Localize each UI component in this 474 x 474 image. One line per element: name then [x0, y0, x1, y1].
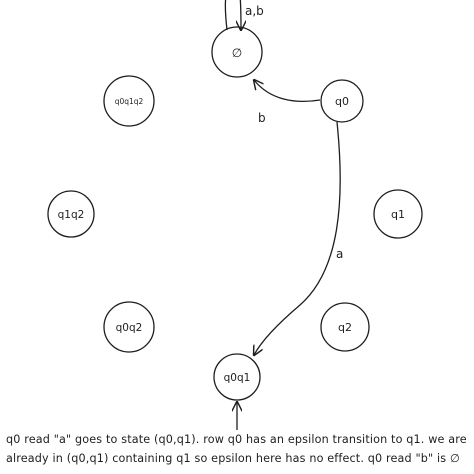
state-q2: q2 — [320, 302, 370, 352]
self-loop-empty: a,b — [224, 0, 264, 30]
state-label: q0 — [335, 95, 349, 108]
state-label: q0q1 — [224, 372, 251, 384]
state-label: q2 — [338, 321, 352, 334]
state-label: q0q2 — [116, 322, 143, 334]
explanation-caption: q0 read "a" goes to state (q0,q1). row q… — [6, 433, 467, 465]
self-loop-label: a,b — [245, 4, 264, 18]
state-q1q2: q1q2 — [47, 190, 95, 238]
state-q0q2: q0q2 — [103, 301, 155, 353]
state-q0: q0 — [320, 79, 364, 123]
state-label: q1q2 — [58, 209, 85, 221]
state-label: ∅ — [232, 46, 242, 60]
state-q1: q1 — [373, 189, 423, 239]
state-label: q1 — [391, 208, 405, 221]
edge-q0-to-q0q1: a — [254, 121, 343, 355]
state-empty: ∅ — [211, 26, 263, 78]
edge-label-a: a — [336, 247, 343, 261]
state-label: q0q1q2 — [115, 97, 144, 106]
state-q0q1: q0q1 — [213, 353, 261, 401]
state-q0q1q2: q0q1q2 — [103, 75, 155, 127]
edge-q0-to-empty: b — [254, 80, 321, 125]
edge-label-b: b — [258, 111, 266, 125]
